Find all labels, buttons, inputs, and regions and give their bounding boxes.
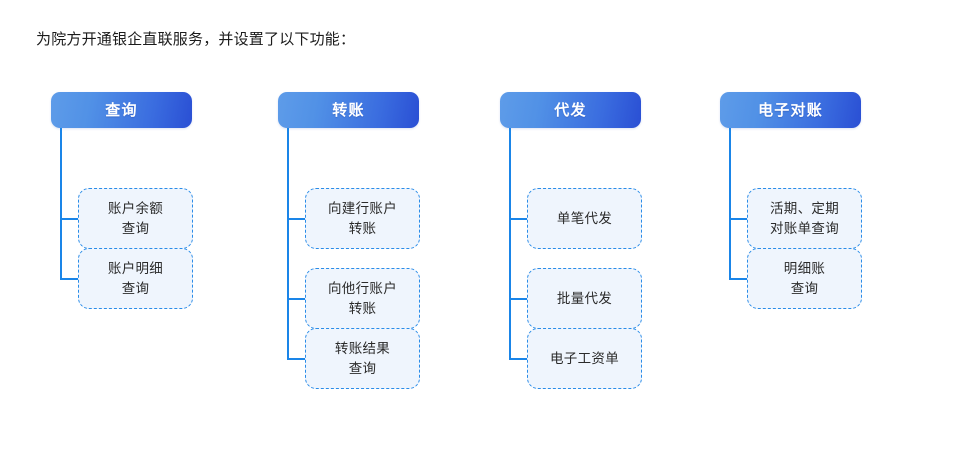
column-payroll: 代发 单笔代发 批量代发 电子工资单 (500, 92, 642, 389)
connector-trunk (509, 128, 511, 358)
leaf-label: 批量代发 (556, 290, 613, 306)
connector-stub (287, 358, 305, 360)
leaf-label: 向他行账户 转账 (328, 280, 397, 316)
connector-trunk (287, 128, 289, 358)
leaf-node[interactable]: 明细账 查询 (747, 248, 862, 309)
connector-stub (729, 278, 747, 280)
column-reconciliation: 电子对账 活期、定期 对账单查询 明细账 查询 (720, 92, 862, 309)
leaf-label: 活期、定期 对账单查询 (770, 200, 839, 236)
connector-stub (60, 218, 78, 220)
column-header-query[interactable]: 查询 (51, 92, 192, 128)
column-header-reconciliation[interactable]: 电子对账 (720, 92, 861, 128)
leaf-node[interactable]: 账户明细 查询 (78, 248, 193, 309)
leaf-node[interactable]: 转账结果 查询 (305, 328, 420, 389)
leaf-label: 账户余额 查询 (107, 200, 164, 236)
connector-trunk (60, 128, 62, 278)
connector-stub (509, 358, 527, 360)
leaf-label: 向建行账户 转账 (328, 200, 397, 236)
connector-stub (729, 218, 747, 220)
leaf-label: 账户明细 查询 (107, 260, 164, 296)
column-header-label: 查询 (105, 101, 138, 119)
column-query: 查询 账户余额 查询 账户明细 查询 (51, 92, 193, 309)
column-header-payroll[interactable]: 代发 (500, 92, 641, 128)
intro-text: 为院方开通银企直联服务，并设置了以下功能： (36, 31, 356, 48)
column-transfer: 转账 向建行账户 转账 向他行账户 转账 转账结果 查询 (278, 92, 420, 389)
leaf-node[interactable]: 批量代发 (527, 268, 642, 329)
leaf-node[interactable]: 向建行账户 转账 (305, 188, 420, 249)
leaf-label: 电子工资单 (550, 350, 619, 366)
connector-stub (287, 218, 305, 220)
leaf-label: 转账结果 查询 (334, 340, 391, 376)
column-header-label: 转账 (332, 101, 365, 119)
leaf-label: 单笔代发 (556, 210, 613, 226)
column-header-label: 代发 (554, 101, 587, 119)
leaf-node[interactable]: 电子工资单 (527, 328, 642, 389)
connector-stub (509, 298, 527, 300)
column-header-label: 电子对账 (758, 101, 823, 119)
connector-stub (287, 298, 305, 300)
leaf-node[interactable]: 账户余额 查询 (78, 188, 193, 249)
leaf-node[interactable]: 向他行账户 转账 (305, 268, 420, 329)
leaf-label: 明细账 查询 (783, 260, 826, 296)
connector-trunk (729, 128, 731, 278)
column-header-transfer[interactable]: 转账 (278, 92, 419, 128)
leaf-node[interactable]: 单笔代发 (527, 188, 642, 249)
connector-stub (509, 218, 527, 220)
leaf-node[interactable]: 活期、定期 对账单查询 (747, 188, 862, 249)
connector-stub (60, 278, 78, 280)
